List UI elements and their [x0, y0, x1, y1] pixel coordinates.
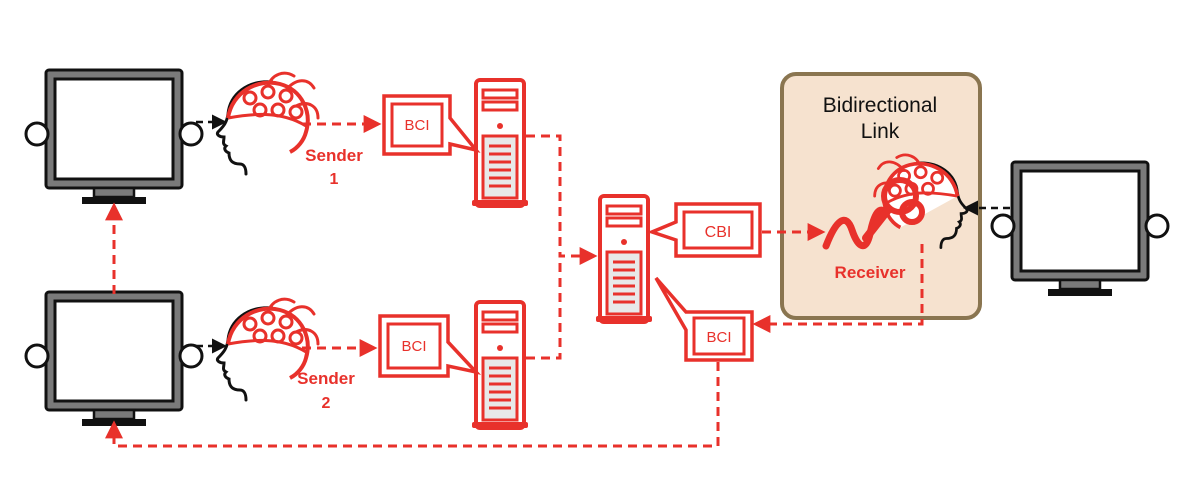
link-title-line1: Bidirectional [823, 94, 937, 117]
monitor-icon [24, 290, 204, 428]
monitor-icon [990, 160, 1170, 298]
receiver-to-bci-arrow [752, 244, 924, 333]
tower-computer-icon [594, 194, 654, 324]
bci-box-sender1 [382, 94, 481, 156]
bci-box-sender2 [378, 314, 482, 378]
tower-computer-icon [470, 300, 530, 430]
sender1-number: 1 [330, 171, 339, 188]
cbi-box [647, 202, 762, 258]
bci-label-sender1: BCI [404, 117, 429, 134]
sender2-label: Sender [297, 369, 355, 388]
cbi-label: CBI [705, 224, 732, 241]
tower2-to-server-line [526, 256, 562, 360]
receiver-label: Receiver [835, 263, 906, 282]
tower-computer-icon [470, 78, 530, 208]
sender2-number: 2 [322, 395, 331, 412]
link-title-line2: Link [861, 120, 900, 143]
bci-label-receiver: BCI [706, 329, 731, 346]
tower1-to-server-arrow [526, 134, 598, 265]
tms-coil-icon [822, 177, 925, 250]
bci-feedback-to-monitor-arrow [105, 362, 720, 448]
sender1-label: Sender [305, 146, 363, 165]
monitor-icon [24, 68, 204, 206]
bci-box-receiver [654, 276, 754, 362]
bci-label-sender2: BCI [401, 338, 426, 355]
